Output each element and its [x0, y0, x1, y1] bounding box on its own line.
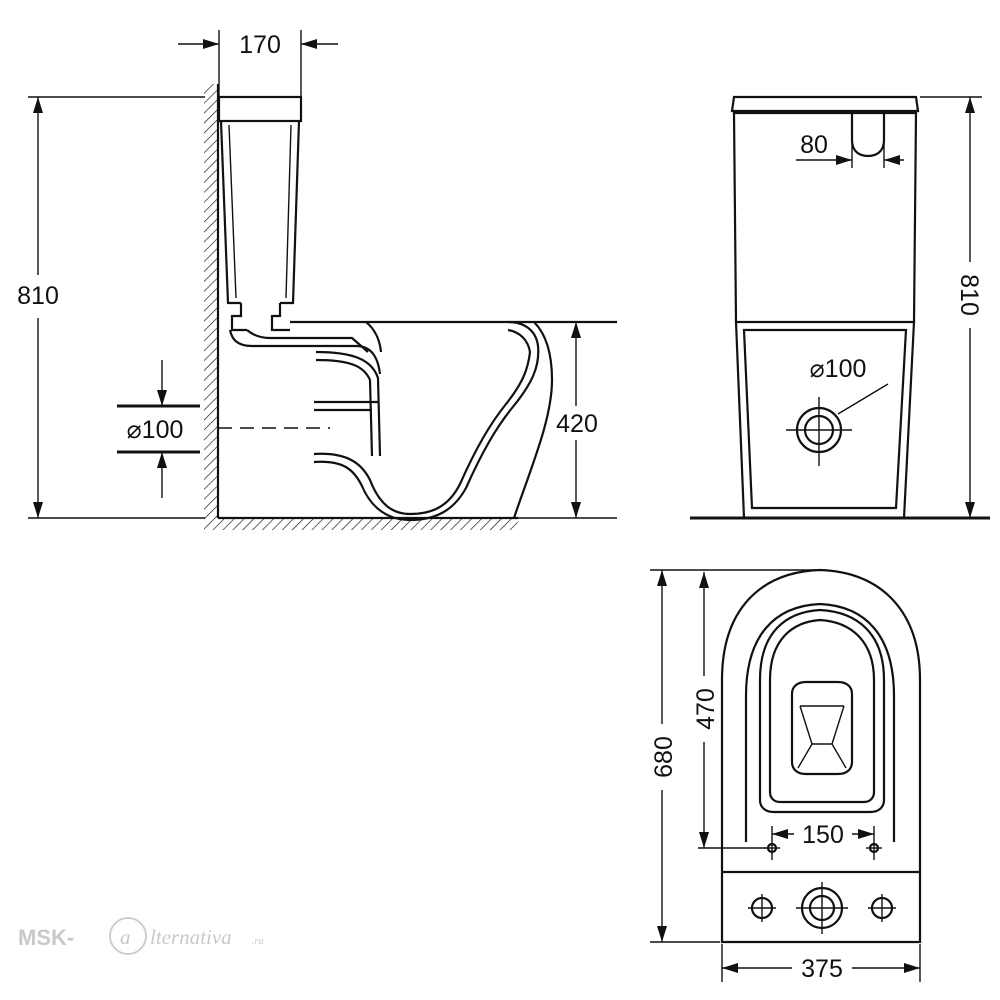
wall-hatch — [204, 84, 218, 530]
dim-total-length: 680 — [648, 569, 820, 943]
floor-hatch — [218, 518, 518, 530]
fixing-holes — [748, 882, 896, 934]
bowl-side — [228, 320, 617, 522]
dim-bowl-length: 470 — [690, 572, 766, 849]
dim-seat-height: 420 — [518, 322, 617, 519]
total-length-label: 680 — [650, 736, 678, 778]
bolt-holes — [764, 826, 882, 860]
side-view: 170 810 ⌀100 42 — [17, 30, 617, 530]
dim-total-height-front: 810 — [920, 96, 985, 518]
width-label: 375 — [801, 955, 843, 983]
dim-button-offset: 80 — [796, 131, 904, 168]
dim-bolt-spacing: 150 — [772, 821, 874, 849]
side-pipe-label: ⌀100 — [127, 416, 184, 444]
top-outline — [720, 568, 922, 944]
tank-depth-label: 170 — [239, 31, 281, 59]
top-bowl-drain — [790, 680, 854, 776]
bowl-front — [734, 321, 916, 520]
button-offset-label: 80 — [800, 131, 828, 159]
watermark-prefix: MSK- — [18, 925, 74, 950]
seat-height-label: 420 — [556, 410, 598, 438]
top-view: 150 680 470 375 — [648, 568, 922, 983]
side-height-label: 810 — [17, 282, 59, 310]
dim-pipe-side: ⌀100 — [117, 360, 200, 498]
bolt-spacing-label: 150 — [802, 821, 844, 849]
dim-total-height-side: 810 — [17, 96, 205, 519]
cistern-side — [217, 95, 303, 332]
front-outlet: ⌀100 — [786, 355, 889, 466]
front-view: ⌀100 80 810 — [690, 95, 990, 520]
dim-tank-depth: 170 — [178, 30, 338, 97]
watermark-logo: MSK- a lternativa .ru — [18, 917, 263, 955]
watermark-domain: .ru — [252, 936, 263, 947]
bowl-length-label: 470 — [692, 688, 720, 730]
watermark-letter: a — [120, 925, 131, 949]
front-height-label: 810 — [955, 274, 983, 316]
watermark-suffix: lternativa — [150, 925, 232, 949]
front-pipe-label: ⌀100 — [810, 355, 867, 383]
dim-width: 375 — [721, 944, 921, 983]
